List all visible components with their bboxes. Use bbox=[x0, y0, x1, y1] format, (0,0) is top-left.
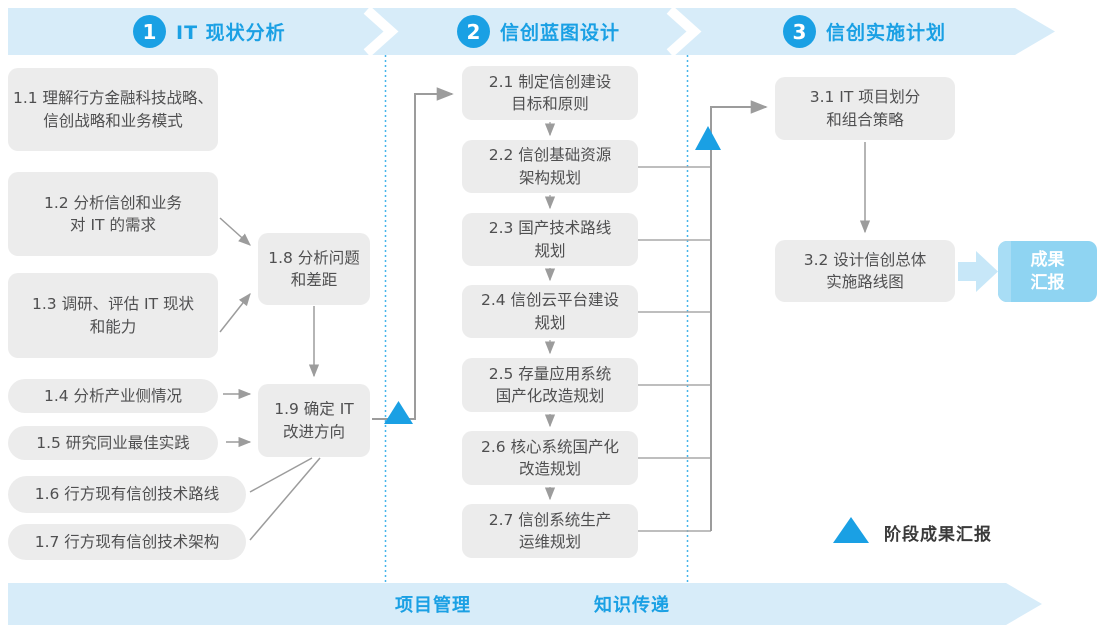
connector-stage2-to-3-1 bbox=[710, 100, 768, 531]
task-text: 架构规划 bbox=[518, 168, 581, 187]
task-text: 1.7 行方现有信创技术架构 bbox=[34, 532, 220, 551]
task-text: 3.2 设计信创总体 bbox=[803, 250, 927, 269]
task-text: 2.7 信创系统生产 bbox=[488, 510, 612, 529]
fat-arrow-right-icon bbox=[958, 251, 998, 292]
task-text: 1.5 研究同业最佳实践 bbox=[36, 433, 190, 452]
phase-3-header: 3 信创实施计划 bbox=[783, 8, 946, 55]
connector-1-2-to-1-8 bbox=[219, 217, 251, 246]
task-box-2-5: 2.5 存量应用系统 国产化改造规划 bbox=[462, 358, 638, 412]
task-text: 国产化改造规划 bbox=[495, 387, 605, 405]
task-box-1-2: 1.2 分析信创和业务 对 IT 的需求 bbox=[8, 172, 218, 256]
task-box-1-5: 1.5 研究同业最佳实践 bbox=[8, 426, 218, 460]
task-box-1-7: 1.7 行方现有信创技术架构 bbox=[8, 524, 246, 560]
phase-3-title: 信创实施计划 bbox=[826, 22, 947, 44]
task-text: 2.1 制定信创建设 bbox=[488, 72, 612, 91]
task-text: 信创战略和业务模式 bbox=[43, 111, 183, 130]
task-box-2-3: 2.3 国产技术路线 规划 bbox=[462, 213, 638, 266]
task-text: 1.2 分析信创和业务 bbox=[43, 193, 183, 212]
bottom-support-banner bbox=[8, 583, 1042, 625]
task-box-3-1: 3.1 IT 项目划分 和组合策略 bbox=[775, 77, 955, 140]
task-box-1-3: 1.3 调研、评估 IT 现状 和能力 bbox=[8, 273, 218, 358]
phase-1-header: 1 IT 现状分析 bbox=[133, 8, 286, 55]
milestone-triangle-phase-1 bbox=[384, 401, 413, 424]
task-box-1-1: 1.1 理解行方金融科技战略、 信创战略和业务模式 bbox=[8, 68, 218, 151]
legend-label: 阶段成果汇报 bbox=[884, 525, 992, 545]
phase-1-number-badge: 1 bbox=[133, 15, 166, 48]
task-box-2-6: 2.6 核心系统国产化 改造规划 bbox=[462, 431, 638, 485]
task-text: 2.5 存量应用系统 bbox=[488, 364, 612, 383]
task-text: 和能力 bbox=[89, 317, 137, 336]
task-text: 目标和原则 bbox=[511, 95, 589, 113]
task-text: 实施路线图 bbox=[826, 273, 904, 291]
task-box-2-7: 2.7 信创系统生产 运维规划 bbox=[462, 504, 638, 558]
task-text: 1.4 分析产业侧情况 bbox=[43, 386, 183, 405]
results-report-box: 成果 汇报 bbox=[998, 241, 1097, 302]
task-text: 1.3 调研、评估 IT 现状 bbox=[32, 295, 194, 314]
legend-triangle-up-icon bbox=[833, 517, 869, 543]
phase-2-number-badge: 2 bbox=[457, 15, 490, 48]
milestone-triangle-phase-2 bbox=[695, 126, 721, 150]
task-text: 和差距 bbox=[290, 271, 338, 289]
task-text: 规划 bbox=[534, 241, 566, 260]
task-text: 和组合策略 bbox=[826, 110, 904, 129]
task-box-3-2: 3.2 设计信创总体 实施路线图 bbox=[775, 240, 955, 302]
phase-3-number-badge: 3 bbox=[783, 15, 816, 48]
report-box-stripe bbox=[998, 241, 1011, 302]
chevron-right-icon bbox=[363, 6, 399, 57]
bottom-label-knowledge-transfer: 知识传递 bbox=[594, 595, 670, 616]
task-box-1-9: 1.9 确定 IT 改进方向 bbox=[258, 384, 370, 457]
phase-2-header: 2 信创蓝图设计 bbox=[457, 8, 620, 55]
task-box-2-1: 2.1 制定信创建设 目标和原则 bbox=[462, 66, 638, 120]
task-text: 2.3 国产技术路线 bbox=[488, 219, 612, 238]
connector-1-9-to-2-1 bbox=[372, 87, 454, 420]
task-text: 1.9 确定 IT bbox=[274, 400, 354, 419]
task-text: 规划 bbox=[534, 313, 566, 332]
task-text: 1.1 理解行方金融科技战略、 bbox=[12, 89, 214, 108]
task-text: 改造规划 bbox=[518, 460, 581, 478]
connector-1-7-to-1-9 bbox=[249, 457, 321, 541]
task-box-1-4: 1.4 分析产业侧情况 bbox=[8, 379, 218, 413]
task-box-2-4: 2.4 信创云平台建设 规划 bbox=[462, 285, 638, 338]
top-phase-banner bbox=[8, 8, 1055, 55]
task-text: 改进方向 bbox=[282, 422, 345, 441]
task-text: 2.2 信创基础资源 bbox=[488, 146, 612, 165]
report-box-text: 成果 bbox=[1030, 249, 1065, 270]
connector-1-3-to-1-8 bbox=[219, 292, 251, 333]
task-text: 2.6 核心系统国产化 bbox=[480, 437, 620, 456]
connector-1-6-to-1-9 bbox=[249, 457, 313, 493]
phase-2-title: 信创蓝图设计 bbox=[500, 22, 621, 44]
task-box-1-8: 1.8 分析问题 和差距 bbox=[258, 233, 370, 305]
task-text: 运维规划 bbox=[518, 533, 581, 551]
phase-1-title: IT 现状分析 bbox=[176, 22, 286, 44]
task-box-1-6: 1.6 行方现有信创技术路线 bbox=[8, 476, 246, 513]
task-box-2-2: 2.2 信创基础资源 架构规划 bbox=[462, 140, 638, 193]
chevron-right-icon bbox=[666, 6, 702, 57]
bottom-label-project-management: 项目管理 bbox=[395, 595, 471, 616]
task-text: 1.8 分析问题 bbox=[268, 248, 360, 267]
task-text: 3.1 IT 项目划分 bbox=[809, 88, 921, 107]
task-text: 1.6 行方现有信创技术路线 bbox=[34, 485, 220, 504]
report-box-text: 汇报 bbox=[1030, 272, 1065, 293]
task-text: 2.4 信创云平台建设 bbox=[480, 291, 620, 310]
task-text: 对 IT 的需求 bbox=[70, 216, 156, 234]
